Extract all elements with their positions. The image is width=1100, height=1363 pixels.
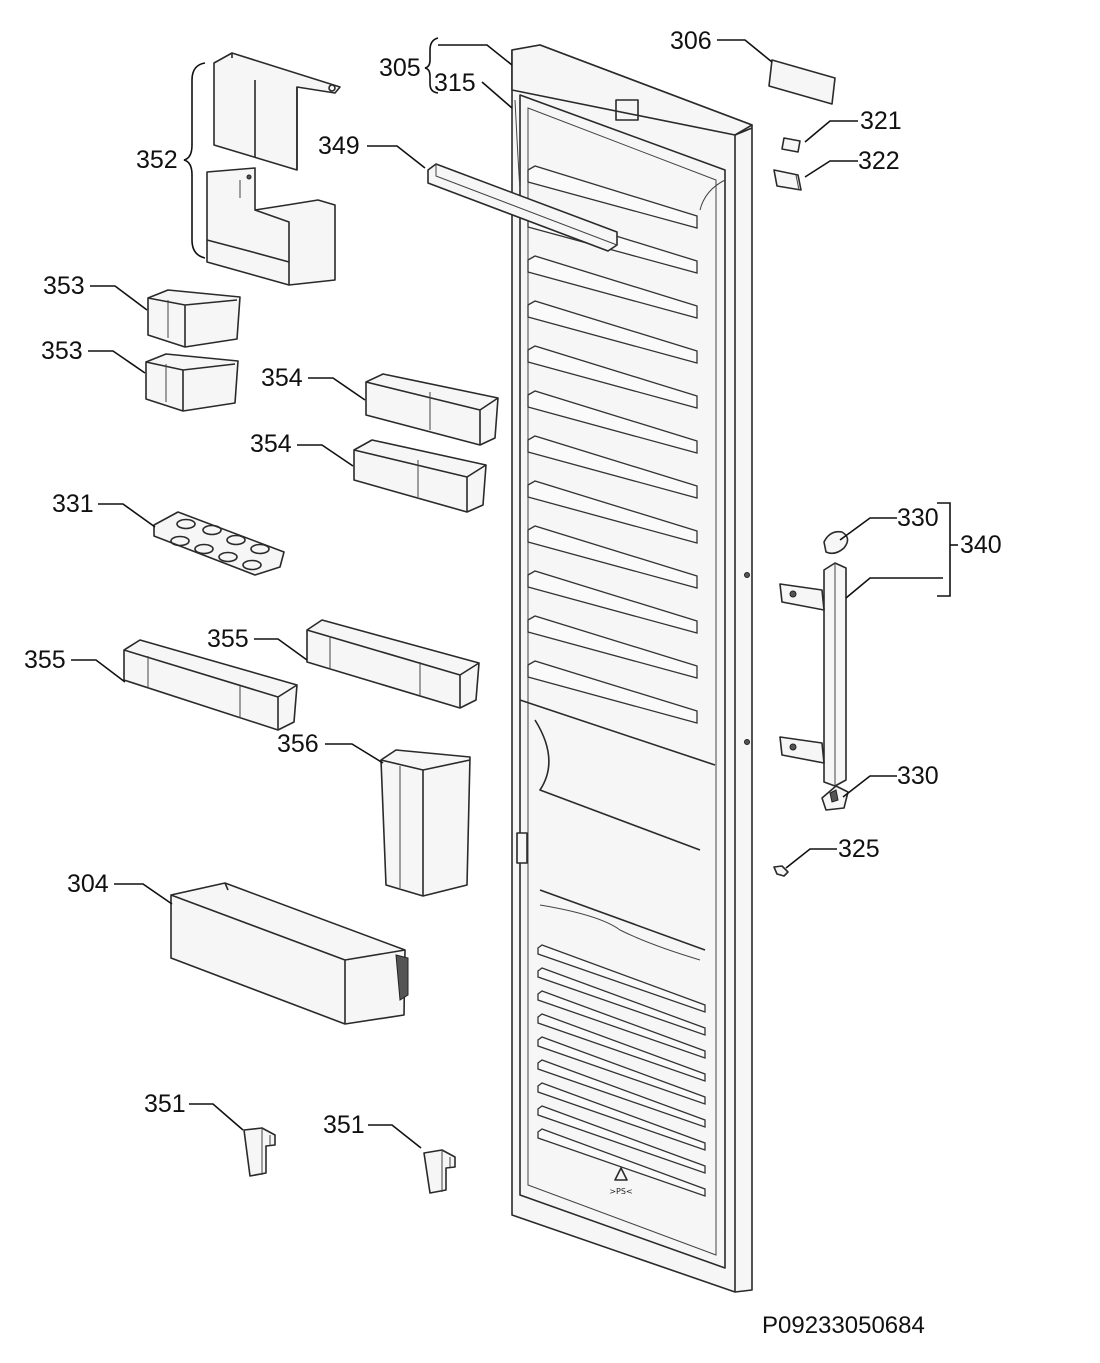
label-354-lower: 354 (250, 430, 292, 458)
recycling-mark-icon: >PS< (609, 1167, 633, 1196)
label-351-left: 351 (144, 1090, 186, 1118)
label-355-right: 355 (207, 625, 249, 653)
part-354-box-lower (353, 439, 487, 513)
door-vent-slat (537, 1059, 706, 1128)
part-number-labels: 305 315 306 321 322 349 352 353 353 354 … (24, 27, 1002, 1339)
brace-352 (183, 62, 206, 259)
part-353-box-upper (147, 289, 241, 348)
part-354-box-upper (365, 373, 499, 446)
label-304: 304 (67, 870, 109, 898)
label-352: 352 (136, 146, 178, 174)
door-vent-slat (537, 1128, 706, 1197)
door-vent-slat (537, 1013, 706, 1082)
door-slat (527, 525, 698, 589)
door-slat (527, 435, 698, 499)
door-slat (527, 570, 698, 634)
label-321: 321 (860, 107, 902, 135)
label-349: 349 (318, 132, 360, 160)
label-353-lower: 353 (41, 337, 83, 365)
part-322-cap (773, 169, 802, 191)
part-356-container (380, 749, 471, 897)
label-356: 356 (277, 730, 319, 758)
door-slat (527, 255, 698, 319)
part-352-cover (213, 52, 341, 171)
door-vent-slat (537, 967, 706, 1036)
leader-lines (71, 37, 958, 1149)
label-353-upper: 353 (43, 272, 85, 300)
door-slat (527, 345, 698, 409)
part-306-plate (768, 59, 836, 105)
door-vent-slat (537, 1036, 706, 1105)
door-slat (527, 615, 698, 679)
door-slat (527, 480, 698, 544)
label-351-right: 351 (323, 1111, 365, 1139)
part-353-box-lower (145, 353, 239, 412)
part-304-bottle-bin (170, 882, 409, 1025)
label-340: 340 (960, 531, 1002, 559)
label-306: 306 (670, 27, 712, 55)
door-slat (527, 165, 698, 229)
part-321-cap (781, 137, 801, 153)
part-351-clip-right (423, 1149, 456, 1194)
part-325-screw (773, 865, 789, 877)
door-slats-lower (537, 944, 706, 1197)
handle-upper-bracket (779, 583, 825, 611)
label-331: 331 (52, 490, 94, 518)
door-vent-slat (537, 944, 706, 1013)
label-355-left: 355 (24, 646, 66, 674)
door-slat (527, 390, 698, 454)
top-cap-305 (511, 44, 753, 136)
label-354-upper: 354 (261, 364, 303, 392)
handle-lower-bracket (779, 736, 825, 764)
door-vent-slat (537, 990, 706, 1059)
door-vent-slat (537, 1082, 706, 1151)
label-325: 325 (838, 835, 880, 863)
drawing-code: P09233050684 (762, 1312, 925, 1339)
door-slat (527, 300, 698, 364)
label-315: 315 (434, 69, 476, 97)
part-330-cap-upper (823, 530, 849, 555)
door-vent-slat (537, 1105, 706, 1174)
part-352-housing (206, 167, 336, 286)
label-330-upper: 330 (897, 504, 939, 532)
label-322: 322 (858, 147, 900, 175)
part-349-bar (427, 163, 618, 252)
part-351-clip-left (243, 1127, 276, 1177)
label-305: 305 (379, 54, 421, 82)
part-355-bin-left (123, 639, 298, 731)
part-340-handle (779, 562, 847, 787)
label-330-lower: 330 (897, 762, 939, 790)
material-marking: >PS< (609, 1187, 632, 1196)
part-355-bin-right (306, 619, 480, 709)
door-slat (527, 660, 698, 724)
part-331-egg-tray (153, 511, 285, 576)
